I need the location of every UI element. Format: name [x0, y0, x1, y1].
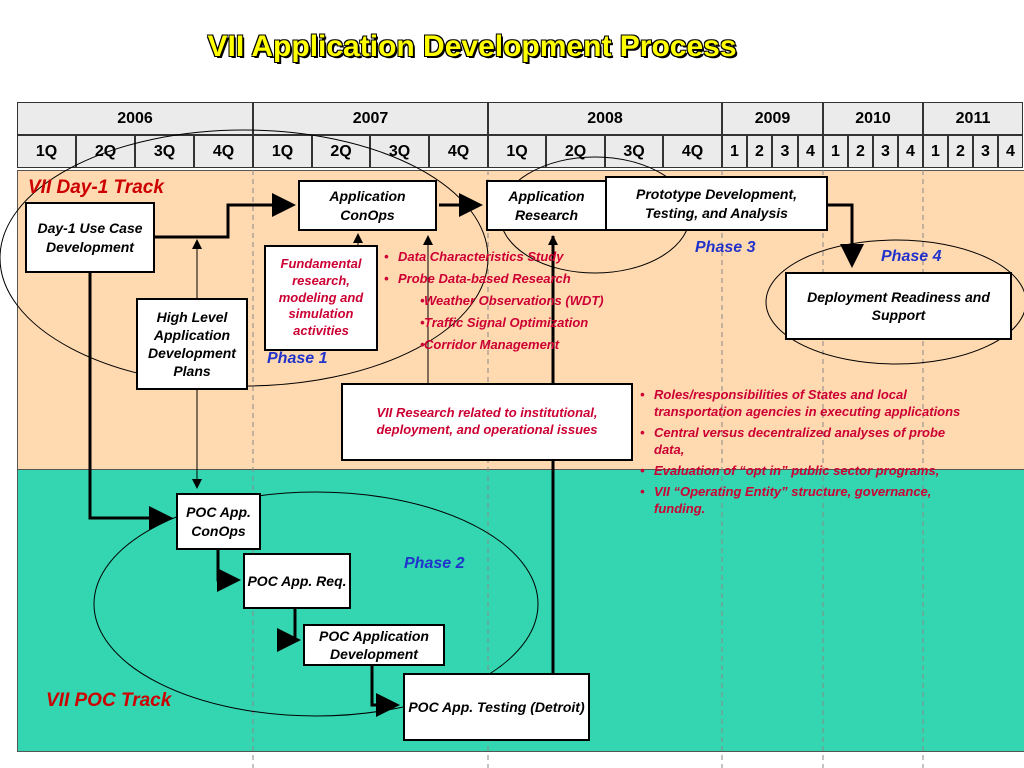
poc-testing-box: POC App. Testing (Detroit) [403, 673, 590, 741]
issues-list: Roles/responsibilities of States and loc… [640, 386, 970, 521]
quarter-cell: 2 [747, 135, 772, 168]
poc-track-label: VII POC Track [46, 690, 172, 711]
quarter-cell: 1 [923, 135, 948, 168]
list-item: Corridor Management [384, 335, 684, 354]
quarter-cell: 2 [948, 135, 973, 168]
quarter-cell: 1Q [253, 135, 312, 168]
year-2011: 2011 [923, 102, 1023, 135]
quarter-cell: 4 [898, 135, 923, 168]
quarter-cell: 1Q [488, 135, 546, 168]
research-list: Data Characteristics Study Probe Data-ba… [384, 247, 684, 354]
day1-use-case-box: Day-1 Use Case Development [25, 202, 155, 273]
quarter-cell: 2 [848, 135, 873, 168]
year-2007: 2007 [253, 102, 488, 135]
quarter-cell: 4 [998, 135, 1023, 168]
list-item: VII “Operating Entity” structure, govern… [640, 483, 970, 517]
list-item: Evaluation of “opt in” public sector pro… [640, 462, 970, 479]
quarter-cell: 4Q [429, 135, 488, 168]
phase-4-label: Phase 4 [881, 248, 942, 265]
poc-conops-box: POC App. ConOps [176, 493, 261, 550]
quarter-cell: 1Q [17, 135, 76, 168]
quarter-cell: 1 [722, 135, 747, 168]
day1-track-label: VII Day-1 Track [28, 177, 164, 198]
list-item: Central versus decentralized analyses of… [640, 424, 970, 458]
year-2006: 2006 [17, 102, 253, 135]
year-2010: 2010 [823, 102, 923, 135]
phase-2-label: Phase 2 [404, 555, 465, 572]
quarter-cell: 3 [873, 135, 898, 168]
poc-development-box: POC Application Development [303, 624, 445, 666]
year-2008: 2008 [488, 102, 722, 135]
quarter-cell: 4Q [663, 135, 722, 168]
quarter-cell: 4 [798, 135, 823, 168]
quarter-cell: 4Q [194, 135, 253, 168]
quarter-cell: 3 [973, 135, 998, 168]
phase-3-label: Phase 3 [695, 239, 756, 256]
list-item: Weather Observations (WDT) [384, 291, 684, 310]
quarter-cell: 3Q [605, 135, 663, 168]
high-level-plans-box: High Level Application Development Plans [136, 298, 248, 390]
year-2009: 2009 [722, 102, 823, 135]
vii-research-box: VII Research related to institutional, d… [341, 383, 633, 461]
page-title: VII Application Development Process [207, 30, 737, 63]
quarter-cell: 3Q [135, 135, 194, 168]
list-item: Roles/responsibilities of States and loc… [640, 386, 970, 420]
app-research-box: Application Research [486, 180, 607, 231]
list-item: Data Characteristics Study [384, 247, 684, 266]
fundamental-research-box: Fundamental research, modeling and simul… [264, 245, 378, 351]
quarter-cell: 2Q [76, 135, 135, 168]
prototype-box: Prototype Development, Testing, and Anal… [605, 176, 828, 231]
quarter-cell: 3 [772, 135, 798, 168]
list-item: Probe Data-based Research [384, 269, 684, 288]
deployment-readiness-box: Deployment Readiness and Support [785, 272, 1012, 340]
list-item: Traffic Signal Optimization [384, 313, 684, 332]
poc-req-box: POC App. Req. [243, 553, 351, 609]
quarter-cell: 2Q [546, 135, 605, 168]
app-conops-box: Application ConOps [298, 180, 437, 231]
phase-1-label: Phase 1 [267, 350, 328, 367]
quarter-cell: 1 [823, 135, 848, 168]
